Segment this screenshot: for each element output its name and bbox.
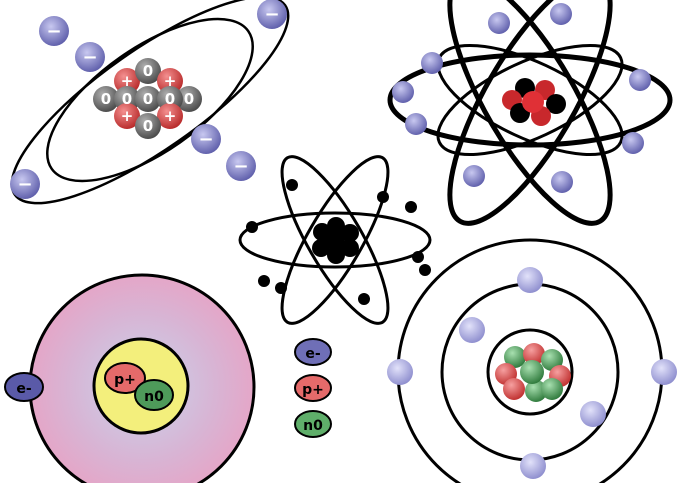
atom-bottom-right [387,240,677,483]
electron [246,221,258,233]
nucleus-top-left: + + + + 0 0 0 0 0 0 0 [93,58,202,139]
zero-label: 0 [122,90,132,108]
plus-sign: + [164,72,177,90]
zero-label: 0 [165,90,175,108]
zero-label: 0 [143,90,153,108]
zero-label: 0 [101,90,111,108]
electron-label: e- [16,381,31,397]
neutron-label: n0 [144,389,164,405]
plus-sign: + [121,72,134,90]
electron [387,359,413,385]
electron [651,359,677,385]
minus-sign: − [264,4,279,25]
electron [551,171,573,193]
legend-neutron-label: n0 [303,418,323,434]
atom-center [240,144,431,336]
electron [550,3,572,25]
electron [419,264,431,276]
plus-sign: + [164,107,177,125]
electron [405,201,417,213]
electron [392,81,414,103]
minus-sign: − [46,21,61,42]
electron [377,191,389,203]
electron [488,12,510,34]
electron [358,293,370,305]
electron [275,282,287,294]
proton-label: p+ [114,372,136,388]
nucleus-top-right [502,78,566,126]
atom-top-right [390,0,670,244]
electron [459,317,485,343]
particle-legend: e- p+ n0 [295,339,331,437]
atom-bottom-left: p+ n0 e- [5,275,254,483]
electron [286,179,298,191]
atom-top-left: + + + + 0 0 0 0 0 0 0 − − [0,0,314,236]
electron [629,69,651,91]
electron [520,453,546,479]
electron [517,267,543,293]
minus-sign: − [17,174,32,195]
electron [412,251,424,263]
nucleus-center [312,217,359,264]
zero-label: 0 [143,62,153,80]
electron [580,401,606,427]
electron [463,165,485,187]
electron [258,275,270,287]
plus-sign: + [121,107,134,125]
zero-label: 0 [143,117,153,135]
minus-sign: − [82,47,97,68]
zero-label: 0 [184,90,194,108]
electron [405,113,427,135]
electron [421,52,443,74]
minus-sign: − [198,129,213,150]
legend-proton-label: p+ [302,382,324,398]
minus-sign: − [233,156,248,177]
electron [622,132,644,154]
legend-electron-label: e- [305,346,320,362]
